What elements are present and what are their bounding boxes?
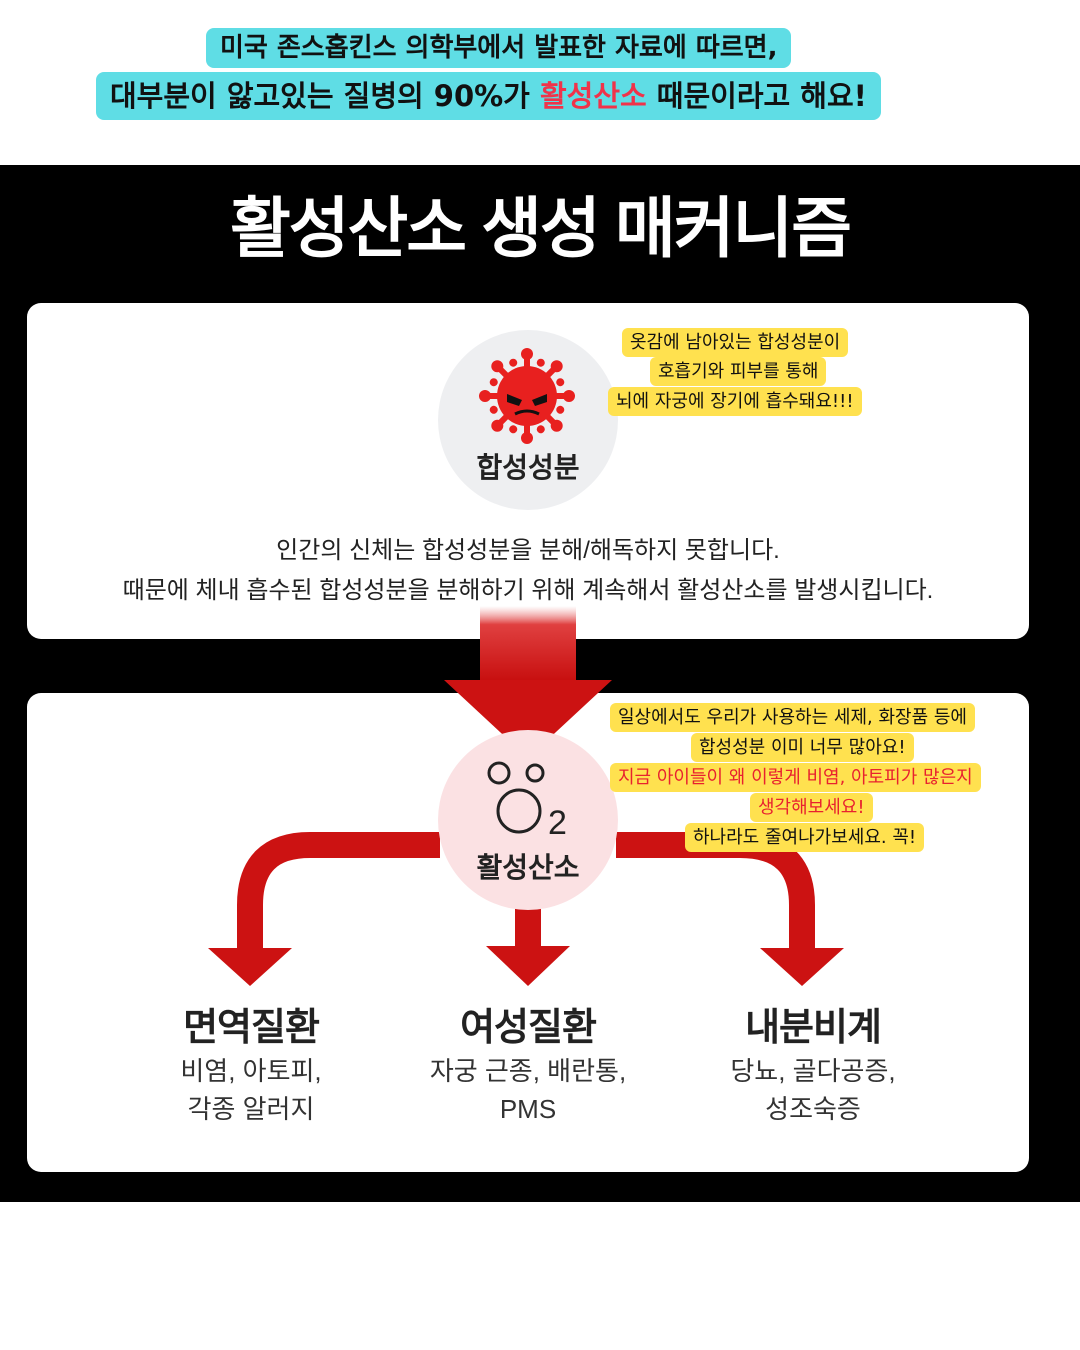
main-title: 활성산소 생성 매커니즘 (230, 191, 852, 265)
category-endocrine-title: 내분비계 (745, 1007, 882, 1049)
category-endocrine-desc-2: 성조숙증 (765, 1094, 861, 1124)
category-immune-title: 면역질환 (183, 1007, 320, 1049)
category-immune-desc-2: 각종 알러지 (187, 1094, 315, 1124)
banner-line-2-highlight: 활성산소 (539, 79, 647, 113)
category-immune-desc-1: 비염, 아토피, (180, 1056, 322, 1086)
central-down-arrow (444, 606, 612, 758)
note-top-line-1: 옷감에 남아있는 합성성분이 (622, 328, 849, 357)
note-bottom-line-4: 생각해보세요! (750, 793, 873, 822)
note-bottom-line-3-text: 지금 아이들이 왜 이렇게 비염, 아토피가 많은지 (618, 767, 973, 788)
note-top-line-3: 뇌에 자궁에 장기에 흡수돼요!!! (608, 387, 862, 416)
top-desc-line-2: 때문에 체내 흡수된 합성성분을 분해하기 위해 계속해서 활성산소를 발생시킵… (122, 577, 934, 604)
note-bottom-line-1: 일상에서도 우리가 사용하는 세제, 화장품 등에 (610, 703, 975, 732)
arrowhead-right (760, 948, 844, 986)
branch-left-path (237, 832, 440, 955)
category-female-title: 여성질환 (460, 1007, 597, 1049)
banner-line-2: 대부분이 앓고있는 질병의 90%가 활성산소 때문이라고 해요! (96, 72, 881, 120)
top-desc-line-1: 인간의 신체는 합성성분을 분해/해독하지 못합니다. (276, 537, 780, 564)
note-bottom-line-4-text: 생각해보세요! (758, 797, 865, 818)
arrowhead-left (208, 948, 292, 986)
top-banner: 미국 존스홉킨스 의학부에서 발표한 자료에 따르면, 대부분이 앓고있는 질병… (0, 0, 1080, 165)
note-bottom-line-3: 지금 아이들이 왜 이렇게 비염, 아토피가 많은지 (610, 763, 981, 792)
category-endocrine-desc-1: 당뇨, 골다공증, (730, 1056, 896, 1086)
note-top-line-2: 호흡기와 피부를 통해 (650, 357, 827, 386)
synthetic-label: 합성성분 (476, 452, 580, 483)
banner-line-2-before: 대부분이 앓고있는 질병의 90%가 (110, 79, 540, 113)
ros-label: 활성산소 (476, 852, 580, 883)
oxygen-subscript: 2 (548, 804, 567, 842)
note-bottom-line-5: 하나라도 줄여나가보세요. 꼭! (685, 823, 925, 852)
arrowhead-center (486, 946, 570, 986)
category-female-desc-1: 자궁 근종, 배란통, (429, 1056, 627, 1086)
ros-circle (438, 730, 618, 910)
banner-line-1: 미국 존스홉킨스 의학부에서 발표한 자료에 따르면, (206, 28, 792, 68)
category-female-desc-2: PMS (499, 1094, 557, 1124)
note-bottom-line-2: 합성성분 이미 너무 많아요! (691, 733, 914, 762)
banner-line-2-after: 때문이라고 해요! (646, 79, 867, 113)
